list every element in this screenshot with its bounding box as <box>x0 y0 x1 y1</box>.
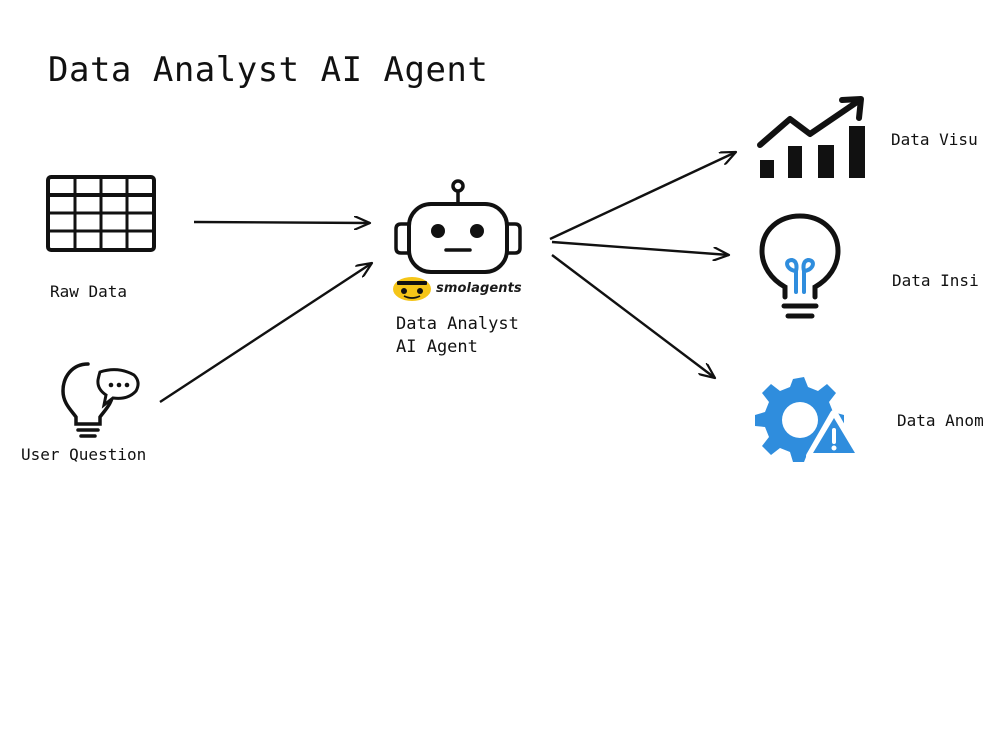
arrow-user-question-to-agent <box>159 263 372 404</box>
data-insights-label: Data Insi <box>892 271 979 290</box>
smolagents-logo-icon <box>393 277 431 301</box>
trend-chart-icon <box>757 96 865 178</box>
table-icon <box>46 175 156 252</box>
gear-warning-icon <box>755 377 862 462</box>
arrow-raw-data-to-agent <box>193 222 370 223</box>
agent-label-line1: Data Analyst <box>396 314 519 334</box>
data-visualization-label: Data Visu <box>891 130 978 149</box>
arrow-agent-to-insights <box>551 240 729 255</box>
arrow-agent-to-visualization <box>549 152 736 241</box>
lightbulb-chat-icon <box>61 362 140 438</box>
diagram-title: Data Analyst AI Agent <box>48 50 489 90</box>
robot-icon <box>394 179 522 274</box>
data-anomaly-label: Data Anom <box>897 411 984 430</box>
user-question-label: User Question <box>21 445 147 464</box>
agent-label-line2: AI Agent <box>396 337 478 357</box>
arrow-agent-to-anomaly <box>551 254 715 378</box>
agent-label: Data Analyst AI Agent <box>396 313 519 359</box>
raw-data-label: Raw Data <box>50 282 128 301</box>
lightbulb-icon <box>759 213 841 319</box>
smolagents-logo-text: smolagents <box>436 281 522 296</box>
